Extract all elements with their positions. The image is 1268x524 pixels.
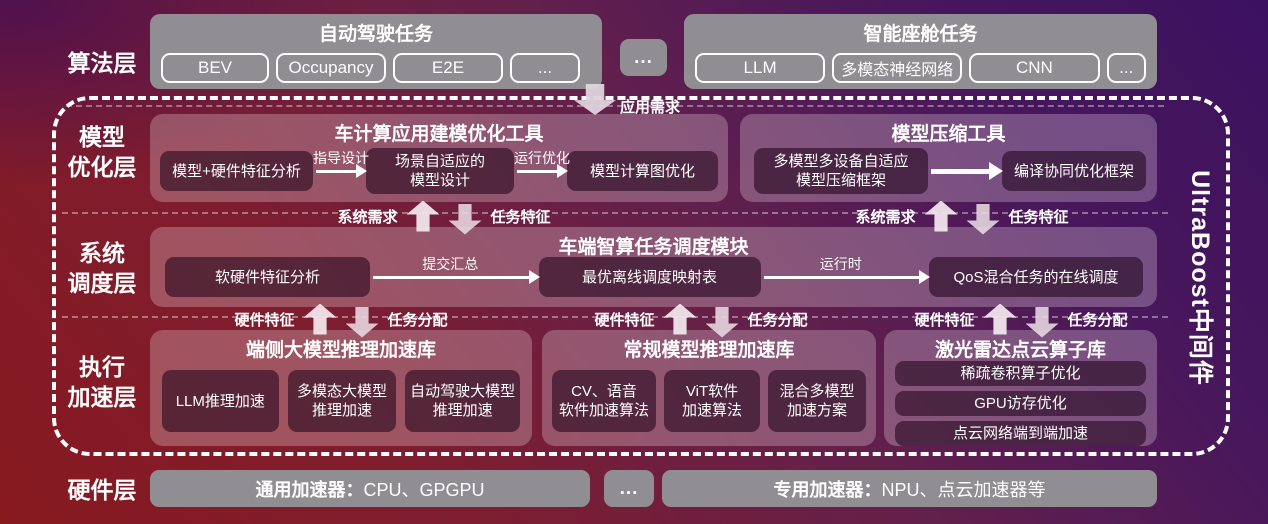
app-demand-label: 应用需求 xyxy=(620,99,681,116)
step-pointcloud-e2e-accel: 点云网络端到端加速 xyxy=(895,421,1146,446)
exchange-up-label: 硬件特征 xyxy=(594,311,655,329)
pill-e2e: E2E xyxy=(393,53,503,83)
box-title: 车计算应用建模优化工具 xyxy=(334,124,544,145)
step-graph-optimization: 模型计算图优化 xyxy=(567,151,718,191)
up-block-arrow-icon xyxy=(924,200,958,232)
hw-box-prefix: 专用加速器： xyxy=(773,479,882,500)
step-multimodal-large-model: 多模态大模型 推理加速 xyxy=(287,370,397,432)
exchange-up-label: 硬件特征 xyxy=(234,311,295,329)
pill-cnn: CNN xyxy=(969,53,1100,83)
step-hybrid-multimodel: 混合多模型 加速方案 xyxy=(768,370,866,432)
special-accelerator-box: 专用加速器： NPU、点云加速器等 xyxy=(662,470,1157,507)
up-block-arrow-icon xyxy=(303,303,337,335)
middleware-dashed-frame xyxy=(52,96,1230,456)
step-scene-adaptive-design: 场景自适应的 模型设计 xyxy=(366,148,514,194)
hw-box-value: NPU、点云加速器等 xyxy=(881,479,1046,500)
pill-row: BEV Occupancy E2E ... xyxy=(150,46,602,83)
layer-label-scheduler: 系统 调度层 xyxy=(67,240,137,296)
pill-ellipsis: ... xyxy=(1106,53,1146,83)
down-block-arrow-icon xyxy=(448,203,482,235)
layer-label-hardware: 硬件层 xyxy=(67,477,137,503)
pill-llm: LLM xyxy=(695,53,826,83)
step-model-hw-analysis: 模型+硬件特征分析 xyxy=(160,151,313,191)
divider-dashed-line xyxy=(62,316,1168,318)
pill-bev: BEV xyxy=(161,53,269,83)
exchange-group: 硬件特征 任务分配 xyxy=(215,302,467,338)
step-offline-schedule-map: 最优离线调度映射表 xyxy=(538,257,761,297)
exchange-group: 系统需求 任务特征 xyxy=(836,199,1088,235)
lidar-rows: 稀疏卷积算子优化 GPU访存优化 点云网络端到端加速 xyxy=(895,361,1146,446)
step-vit-accel: ViT软件 加速算法 xyxy=(664,370,760,432)
down-block-arrow-icon xyxy=(345,306,379,338)
exchange-down-label: 任务特征 xyxy=(490,208,551,226)
box-title: 端侧大模型推理加速库 xyxy=(245,340,436,361)
group-title: 自动驾驶任务 xyxy=(318,24,433,45)
exchange-down-label: 任务分配 xyxy=(747,311,808,329)
pill-ellipsis: ... xyxy=(510,53,580,83)
flow-arrow: 指导设计 xyxy=(313,149,369,193)
arrow-label: 提交汇总 xyxy=(422,256,479,272)
exchange-group: 硬件特征 任务分配 xyxy=(895,302,1147,338)
exchange-down-label: 任务分配 xyxy=(387,311,448,329)
up-block-arrow-icon xyxy=(983,303,1017,335)
ellipsis-box-bottom: ... xyxy=(604,470,654,507)
flow-arrow: 运行优化 xyxy=(514,149,570,193)
step-qos-online-schedule: QoS混合任务的在线调度 xyxy=(929,257,1143,297)
exchange-down-label: 任务分配 xyxy=(1067,311,1128,329)
up-block-arrow-icon xyxy=(406,200,440,232)
divider-dashed-line xyxy=(62,212,1168,214)
step-ad-large-model: 自动驾驶大模型 推理加速 xyxy=(405,370,520,432)
layer-label-algorithm: 算法层 xyxy=(67,50,137,76)
layer-label-model-opt: 模型 优化层 xyxy=(67,124,137,180)
general-accelerator-box: 通用加速器： CPU、GPGPU xyxy=(150,470,590,507)
down-block-arrow-icon xyxy=(966,203,1000,235)
step-gpu-memory-opt: GPU访存优化 xyxy=(895,391,1146,416)
box-title: 常规模型推理加速库 xyxy=(623,340,795,361)
pill-occupancy: Occupancy xyxy=(276,53,386,83)
group-title: 智能座舱任务 xyxy=(863,24,978,45)
down-block-arrow-icon xyxy=(1025,306,1059,338)
box-title: 模型压缩工具 xyxy=(891,124,1006,145)
box-title: 车端智算任务调度模块 xyxy=(558,237,749,258)
exchange-group: 硬件特征 任务分配 xyxy=(575,302,827,338)
layer-label-acceleration: 执行 加速层 xyxy=(67,354,137,410)
flow-arrow: 运行时 xyxy=(761,255,930,299)
group-box-smart-cockpit: 智能座舱任务 LLM 多模态神经网络 CNN ... xyxy=(684,14,1157,89)
pill-row: LLM 多模态神经网络 CNN ... xyxy=(684,46,1157,83)
step-compile-cooptimize: 编译协同优化框架 xyxy=(1002,151,1146,191)
exchange-up-label: 系统需求 xyxy=(337,208,398,226)
down-block-arrow-icon xyxy=(705,306,739,338)
step-sparse-conv-opt: 稀疏卷积算子优化 xyxy=(895,361,1146,386)
arrow-label: 运行时 xyxy=(819,256,862,272)
ellipsis-box-top: ... xyxy=(620,39,667,76)
step-cv-speech-accel: CV、语音 软件加速算法 xyxy=(552,370,656,432)
middleware-title: UltraBoost中间件 xyxy=(1186,170,1214,386)
exchange-group: 系统需求 任务特征 xyxy=(318,199,570,235)
hw-box-value: CPU、GPGPU xyxy=(363,479,485,500)
divider-dashed-line xyxy=(66,105,1164,107)
exchange-up-label: 硬件特征 xyxy=(914,311,975,329)
step-llm-inference: LLM推理加速 xyxy=(162,370,279,432)
up-block-arrow-icon xyxy=(663,303,697,335)
arrow-label: 运行优化 xyxy=(514,150,570,166)
exchange-down-label: 任务特征 xyxy=(1008,208,1069,226)
hw-box-prefix: 通用加速器： xyxy=(255,479,364,500)
group-box-autonomous-driving: 自动驾驶任务 BEV Occupancy E2E ... xyxy=(150,14,602,89)
step-compression-framework: 多模型多设备自适应 模型压缩框架 xyxy=(754,148,928,194)
flow-arrow: 提交汇总 xyxy=(370,255,540,299)
step-sw-hw-analysis: 软硬件特征分析 xyxy=(165,257,370,297)
arrow-label: 指导设计 xyxy=(313,150,369,166)
flow-arrow xyxy=(928,149,1003,193)
exchange-up-label: 系统需求 xyxy=(855,208,916,226)
box-title: 激光雷达点云算子库 xyxy=(934,340,1106,361)
pill-multimodal-nn: 多模态神经网络 xyxy=(832,53,963,83)
